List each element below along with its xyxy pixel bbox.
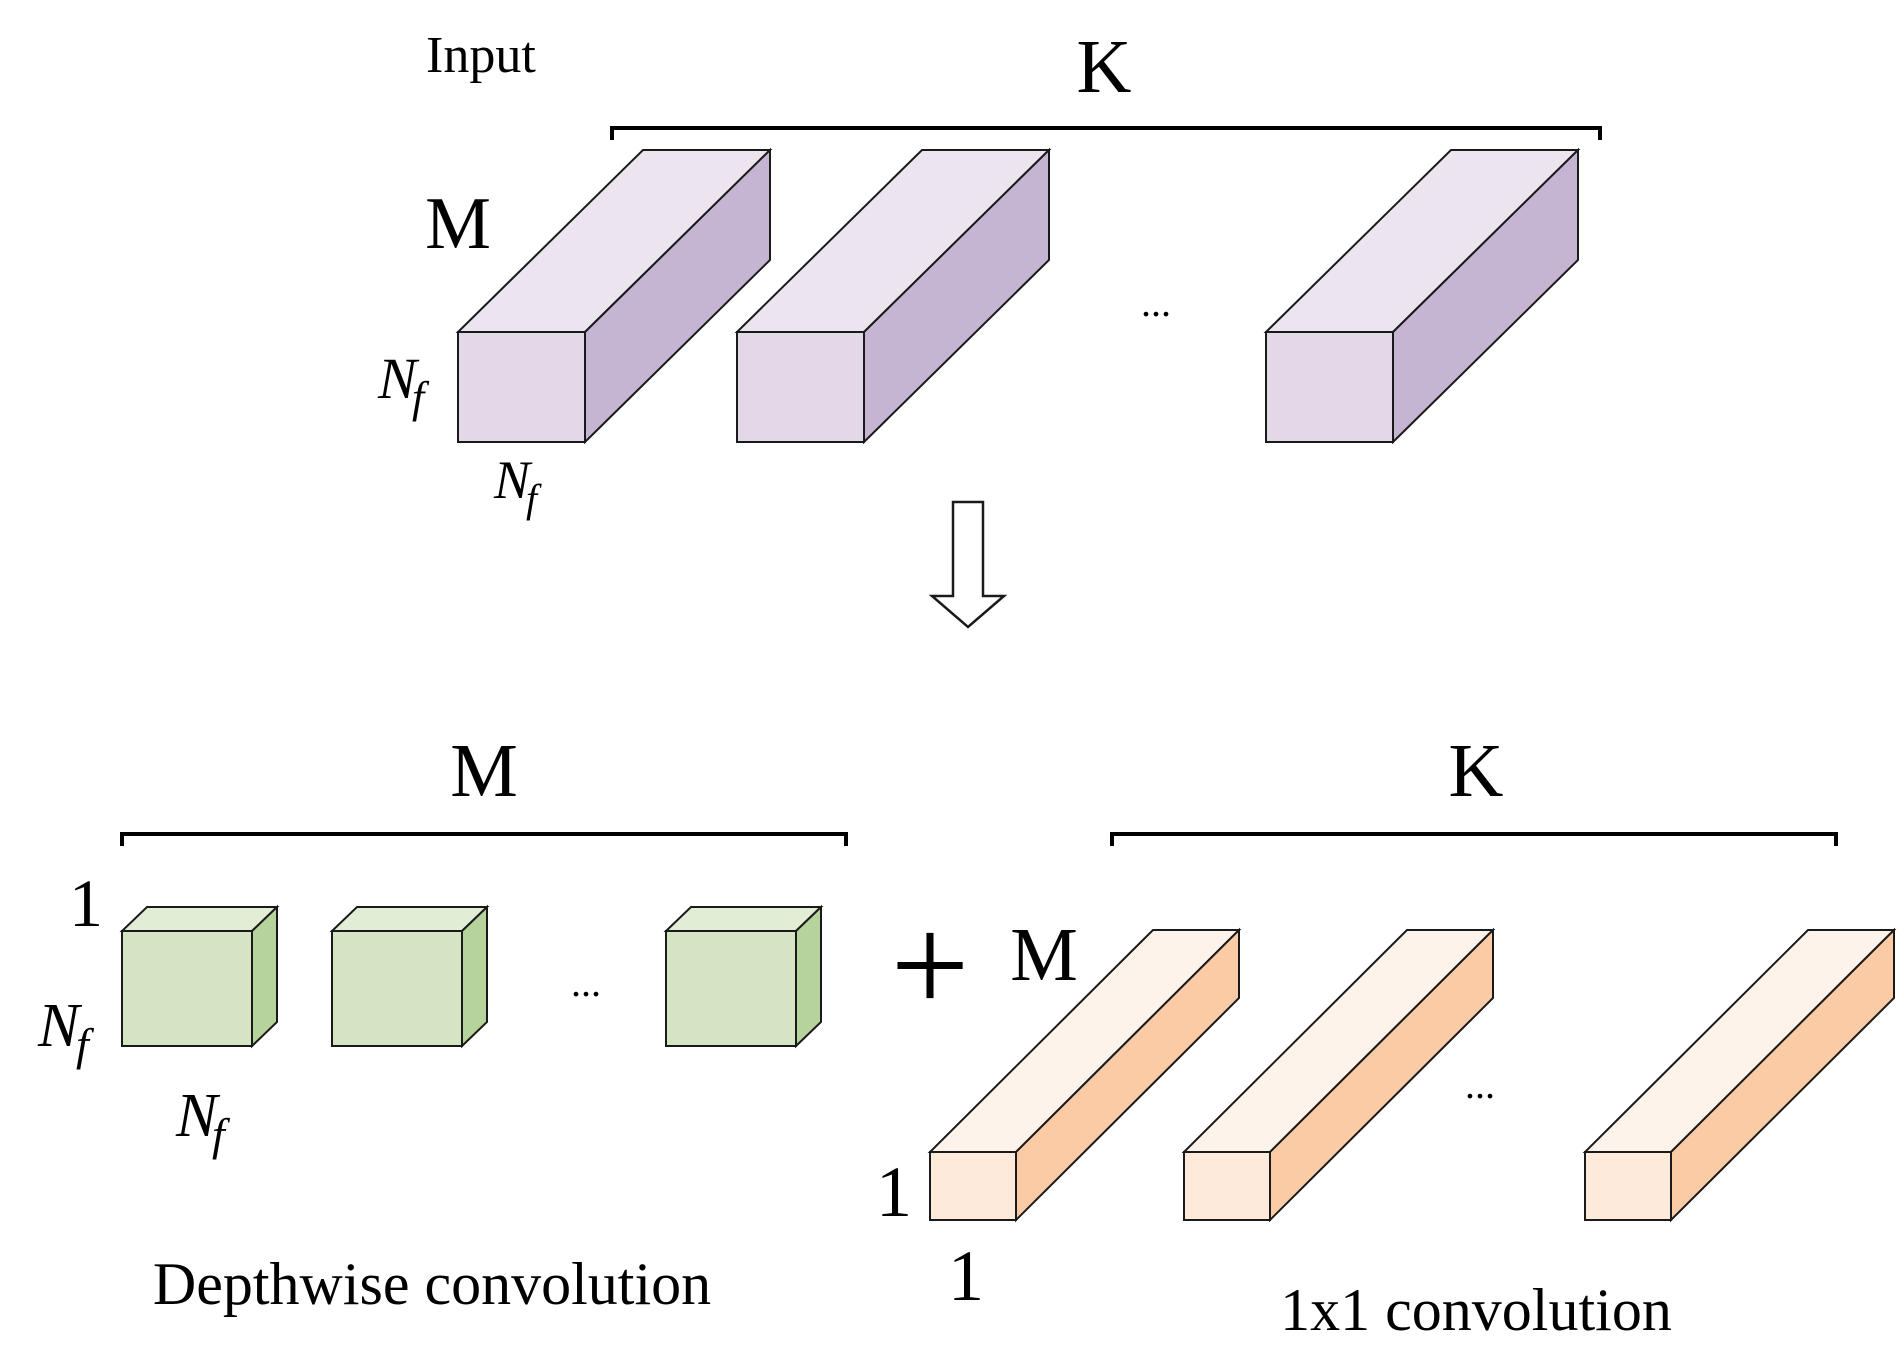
nf-main: N — [377, 346, 420, 411]
pointwise-filter-bar — [1181, 927, 1496, 1223]
box-side-face — [251, 904, 278, 1049]
pointwise-filter-bar — [1582, 927, 1897, 1223]
input-label: Input — [426, 27, 536, 84]
box-front-face — [929, 1151, 1017, 1221]
top-filter-box — [455, 147, 773, 445]
box-front-face — [1265, 331, 1394, 443]
nf-sub: f — [212, 1109, 231, 1160]
box-front-face — [121, 930, 253, 1047]
nf-main: N — [175, 1082, 221, 1150]
top-filter-box — [1263, 147, 1581, 445]
pointwise-one-width-label: 1 — [948, 1236, 984, 1316]
pointwise-k-bracket — [1110, 832, 1838, 846]
box-front-face — [1183, 1151, 1271, 1221]
depthwise-filter-cube — [329, 904, 490, 1049]
top-k-label: K — [1077, 25, 1132, 109]
box-top-face — [329, 906, 490, 932]
depthwise-one-label: 1 — [69, 865, 103, 941]
box-front-face — [736, 331, 865, 443]
nf-main: N — [493, 450, 533, 510]
pointwise-k-label: K — [1449, 729, 1504, 813]
depthwise-filter-cube — [119, 904, 280, 1049]
box-front-face — [1584, 1151, 1672, 1221]
box-side-face — [795, 904, 822, 1049]
box-side-face — [461, 904, 488, 1049]
nf-sub: f — [526, 476, 542, 521]
pointwise-filter-boxes — [927, 927, 1897, 1223]
top-filter-box — [734, 147, 1052, 445]
nf-sub: f — [76, 1019, 95, 1070]
pointwise-ellipsis: ... — [1465, 1062, 1495, 1107]
nf-sub: f — [412, 373, 430, 422]
depthwise-nf-height-label: N f — [37, 992, 95, 1070]
depthwise-ellipsis: ... — [571, 960, 601, 1005]
top-k-bracket — [610, 126, 1602, 140]
depthwise-filter-cube — [663, 904, 824, 1049]
box-front-face — [457, 331, 586, 443]
depthwise-m-label: M — [450, 729, 518, 813]
hollow-down-arrow-icon — [928, 500, 1008, 629]
plus-sign: + — [891, 888, 970, 1043]
box-top-face — [663, 906, 824, 932]
nf-main: N — [37, 992, 83, 1060]
depthwise-caption: Depthwise convolution — [153, 1251, 711, 1317]
pointwise-one-height-label: 1 — [876, 1152, 912, 1232]
pointwise-caption: 1x1 convolution — [1280, 1277, 1672, 1343]
top-nf-width-label: N f — [493, 450, 542, 521]
top-m-label: M — [425, 183, 491, 265]
depthwise-nf-width-label: N f — [175, 1082, 231, 1160]
depthwise-filter-boxes — [119, 904, 824, 1049]
top-filter-boxes — [455, 147, 1581, 445]
pointwise-m-label: M — [1010, 913, 1078, 997]
depthwise-m-bracket — [120, 832, 848, 846]
pointwise-filter-bar — [927, 927, 1242, 1223]
top-ellipsis: ... — [1141, 280, 1171, 325]
top-nf-height-label: N f — [377, 346, 430, 422]
box-top-face — [119, 906, 280, 932]
box-front-face — [665, 930, 797, 1047]
box-front-face — [331, 930, 463, 1047]
